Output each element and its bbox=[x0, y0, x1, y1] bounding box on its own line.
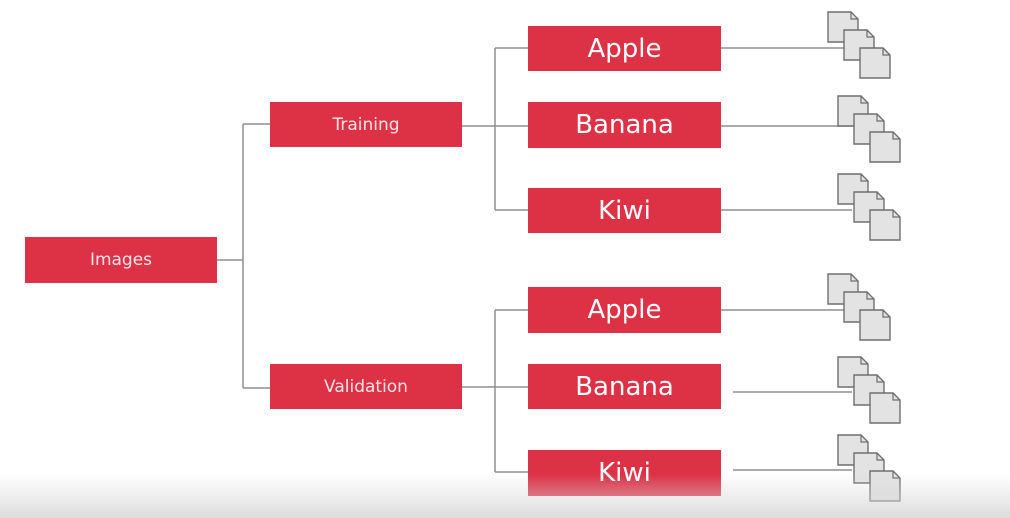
class-node-training-banana: Banana bbox=[528, 102, 721, 148]
class-label: Banana bbox=[575, 110, 674, 140]
file-stack-glyph bbox=[837, 356, 901, 424]
file-stack-glyph bbox=[827, 273, 891, 341]
file-stack-icon bbox=[826, 10, 896, 82]
class-label: Apple bbox=[587, 33, 662, 64]
root-node: Images bbox=[25, 237, 217, 283]
file-stack-glyph bbox=[827, 11, 891, 79]
root-label: Images bbox=[89, 250, 153, 270]
split-label: Training bbox=[332, 114, 400, 135]
split-node-validation: Validation bbox=[270, 364, 462, 409]
file-stack-icon bbox=[836, 172, 906, 244]
file-stack-glyph bbox=[837, 95, 901, 163]
class-node-validation-apple: Apple bbox=[528, 287, 721, 333]
file-stack-icon bbox=[826, 272, 896, 344]
class-node-validation-banana: Banana bbox=[528, 364, 721, 409]
split-label: Validation bbox=[324, 376, 408, 397]
class-label: Apple bbox=[587, 295, 662, 325]
bottom-shadow bbox=[0, 474, 1010, 518]
class-label: Banana bbox=[575, 371, 674, 402]
class-node-training-kiwi: Kiwi bbox=[528, 188, 721, 233]
file-stack-icon bbox=[836, 355, 906, 427]
class-node-training-apple: Apple bbox=[528, 26, 721, 71]
split-node-training: Training bbox=[270, 102, 462, 147]
file-stack-glyph bbox=[837, 173, 901, 241]
class-label: Kiwi bbox=[598, 195, 651, 226]
file-stack-icon bbox=[836, 94, 906, 166]
